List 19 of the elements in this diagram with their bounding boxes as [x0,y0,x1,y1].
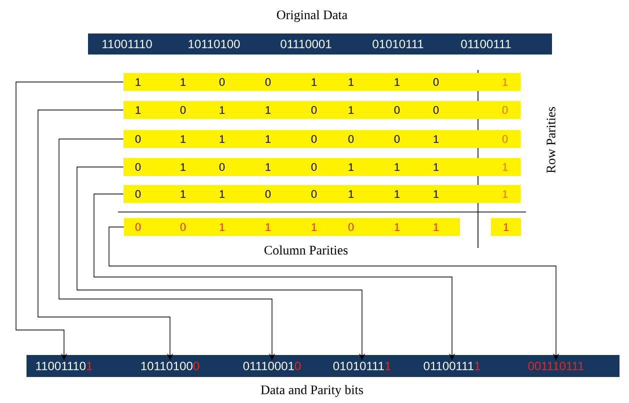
bit-row: 0 1 1 1 0 0 0 1 0 [124,130,520,148]
bit-row: 1 1 0 0 1 1 1 0 1 [124,73,520,91]
axis-label: Column Parities [264,245,348,255]
heading: Original Data [276,10,348,22]
codeword: 011100010 [243,362,301,370]
codeword: 001110111 [528,362,584,370]
codeword: 110011101 [36,362,92,370]
axis-label: Row Parities [546,107,556,174]
data-bar: 11001110 10110100 01110001 01010111 01100111 [88,34,552,54]
codeword: 010101111 [333,362,391,370]
caption: Data and Parity bits [260,385,363,397]
bit-row: 1 0 1 1 0 1 0 0 0 [124,101,520,119]
codeword: 011001111 [424,362,480,370]
bit-row: 0 1 1 0 0 1 1 1 1 [124,185,520,203]
bit-row: 0 1 0 1 0 1 1 1 1 [124,158,520,176]
data-bar [26,355,620,377]
bit-row: 0 0 1 1 1 0 1 1 [124,218,460,236]
codeword: 101101000 [141,362,200,370]
parity-cell: 1 [491,218,521,236]
